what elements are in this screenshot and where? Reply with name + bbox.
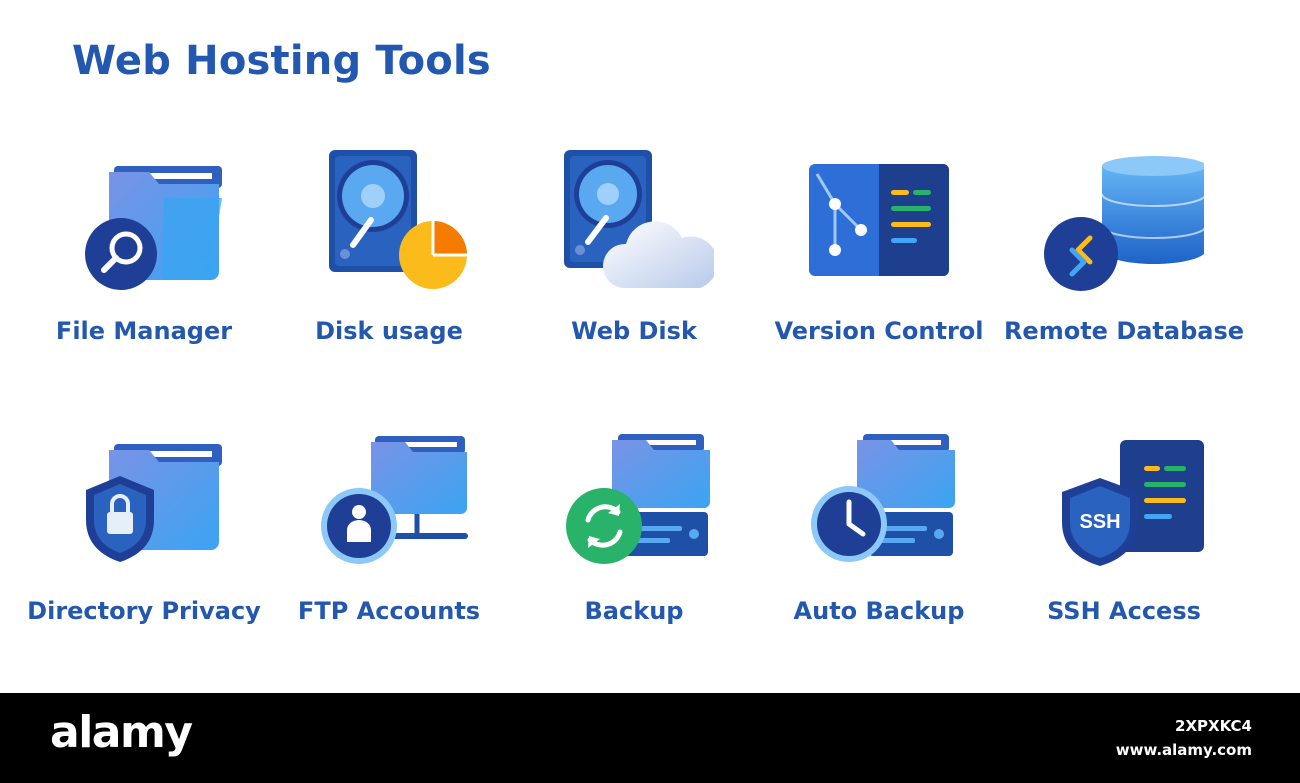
folder-lock-shield-icon: [86, 444, 222, 562]
folder-search-icon: [85, 166, 222, 290]
tool-label: Web Disk: [571, 317, 697, 345]
ssh-shield-terminal-icon: SSH: [1062, 440, 1204, 566]
tool-ssh-access[interactable]: SSH SSH Access: [1000, 430, 1248, 625]
brand-logo: alamy: [50, 707, 193, 758]
tool-label: Remote Database: [1003, 317, 1245, 345]
ssh-badge-text: SSH: [1079, 511, 1120, 533]
tool-label: Version Control: [774, 317, 984, 345]
tool-version-control[interactable]: Version Control: [755, 150, 1003, 345]
stock-id: 2XPXKC4: [1175, 717, 1252, 735]
database-remote-icon: [1044, 156, 1204, 291]
tool-label: File Manager: [55, 317, 233, 345]
folder-network-user-icon: [321, 436, 468, 564]
page-title: Web Hosting Tools: [72, 38, 491, 84]
footer-bar: alamy 2XPXKC4 www.alamy.com: [0, 693, 1300, 783]
tool-label: Backup: [584, 597, 684, 625]
hard-drive-cloud-icon: [564, 150, 714, 288]
tool-remote-database[interactable]: Remote Database: [1000, 150, 1248, 345]
tool-disk-usage[interactable]: Disk usage: [265, 150, 513, 345]
tool-web-disk[interactable]: Web Disk: [510, 150, 758, 345]
tool-backup[interactable]: Backup: [510, 430, 758, 625]
tool-label: FTP Accounts: [297, 597, 481, 625]
site-url: www.alamy.com: [1115, 741, 1252, 759]
tool-label: SSH Access: [1047, 597, 1201, 625]
folder-server-clock-icon: [811, 434, 955, 562]
tool-label: Directory Privacy: [27, 597, 261, 625]
tool-label: Auto Backup: [793, 597, 965, 625]
folder-server-sync-icon: [566, 434, 710, 564]
tool-auto-backup[interactable]: Auto Backup: [755, 430, 1003, 625]
git-branch-code-icon: [809, 164, 949, 276]
tool-label: Disk usage: [315, 317, 463, 345]
hard-drive-pie-icon: [329, 150, 467, 289]
tool-ftp-accounts[interactable]: FTP Accounts: [265, 430, 513, 625]
tool-directory-privacy[interactable]: Directory Privacy: [20, 430, 268, 625]
tool-file-manager[interactable]: File Manager: [20, 150, 268, 345]
